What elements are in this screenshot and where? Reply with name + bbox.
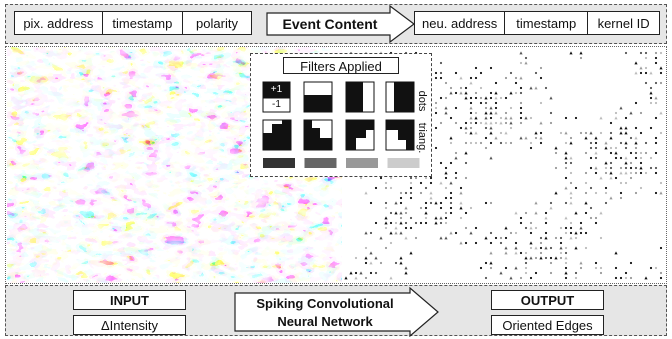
visual-panel bbox=[5, 46, 667, 284]
output-subtitle: Oriented Edges bbox=[491, 315, 604, 335]
input-subtitle: ΔIntensity bbox=[73, 315, 186, 335]
dot-kernels bbox=[303, 81, 415, 113]
field-neu-address: neu. address bbox=[422, 15, 498, 31]
filters-title: Filters Applied bbox=[283, 57, 399, 74]
legend-kernel bbox=[262, 81, 291, 113]
output-event-fields: neu. address timestamp kernel ID bbox=[414, 11, 660, 35]
gray-swatch bbox=[346, 158, 378, 168]
legend-plus: +1 bbox=[270, 84, 283, 95]
network-arrow bbox=[234, 287, 439, 337]
gray-swatch bbox=[263, 158, 295, 168]
field-pix-address: pix. address bbox=[23, 15, 94, 31]
output-title: OUTPUT bbox=[491, 290, 604, 310]
triangle-kernels bbox=[262, 119, 415, 151]
input-event-fields: pix. address timestamp polarity bbox=[14, 11, 252, 35]
gray-swatches bbox=[263, 158, 420, 168]
network-label-line1: Spiking Convolutional bbox=[256, 296, 394, 311]
field-out-timestamp: timestamp bbox=[504, 12, 587, 34]
event-content-label: Event Content bbox=[282, 16, 378, 32]
field-polarity: polarity bbox=[182, 12, 251, 34]
gray-swatch bbox=[387, 158, 420, 168]
legend-minus: -1 bbox=[272, 99, 281, 110]
side-label-triang: triang. bbox=[416, 122, 428, 154]
field-kernel-id: kernel ID bbox=[587, 12, 659, 34]
network-label-line2: Neural Network bbox=[277, 314, 373, 329]
event-content-arrow bbox=[266, 5, 415, 43]
gray-swatch bbox=[304, 158, 337, 168]
filter-kernels bbox=[262, 81, 420, 168]
field-timestamp: timestamp bbox=[101, 12, 182, 34]
input-title: INPUT bbox=[73, 290, 186, 310]
